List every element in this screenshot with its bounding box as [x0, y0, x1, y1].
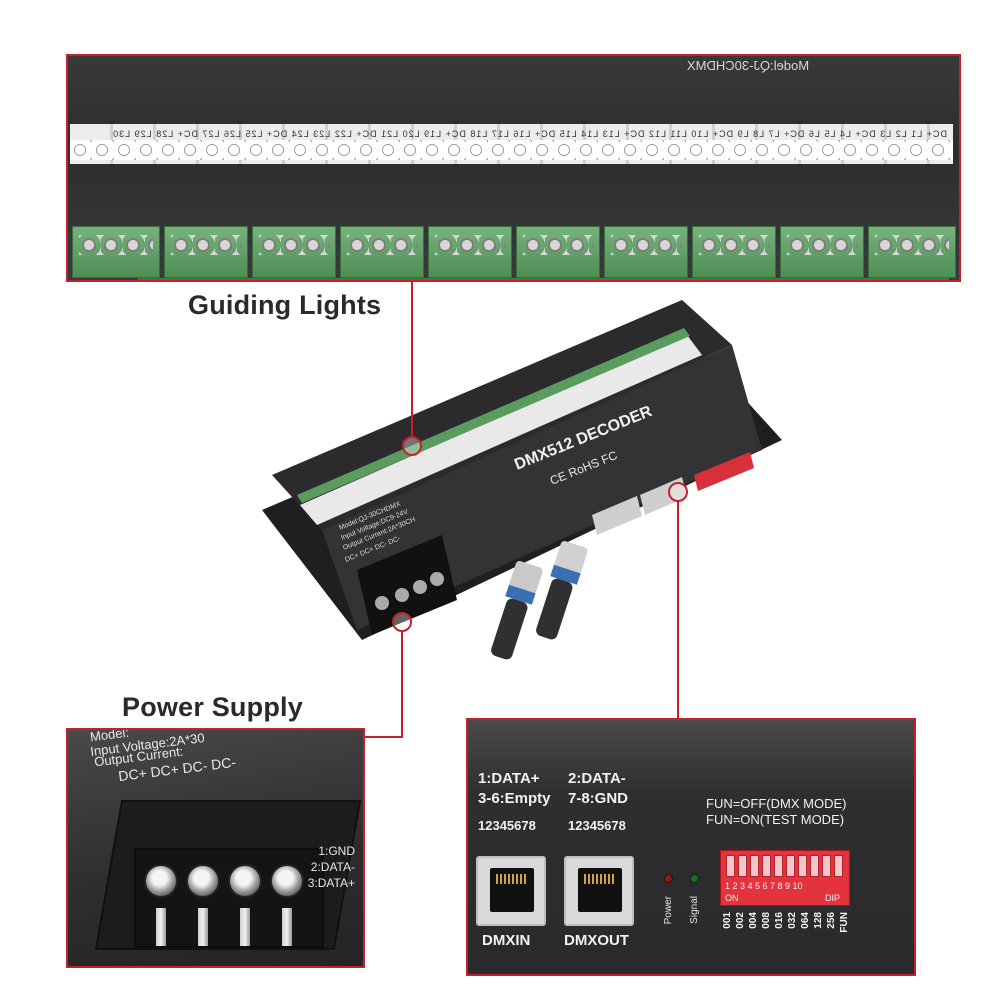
fun-on-note: FUN=ON(TEST MODE) [706, 812, 845, 827]
callout-pin-power [392, 612, 412, 632]
terminal-block [72, 226, 160, 278]
dip-numbers: 1 2 3 4 5 6 7 8 9 10 [725, 881, 803, 891]
ps-pin-data-minus: 2:DATA- [310, 860, 355, 874]
screw-icon [228, 864, 262, 898]
ps-pin-data-plus: 3:DATA+ [307, 876, 355, 890]
screw-icon [270, 864, 304, 898]
dip-switch-9[interactable] [822, 855, 831, 877]
terminal-block [780, 226, 864, 278]
screw-icon [144, 864, 178, 898]
dip-switch-2[interactable] [738, 855, 747, 877]
terminal-block [604, 226, 688, 278]
dmx-interface-closeup-panel: 1:DATA+ 3-6:Empty 2:DATA- 7-8:GND 123456… [466, 718, 916, 976]
leader-line-dmx [677, 502, 679, 718]
dip-value: FUN [839, 912, 850, 933]
dip-value: 016 [774, 912, 785, 929]
leader-line-guiding [411, 282, 413, 436]
dip-switch-1[interactable] [726, 855, 735, 877]
channel-labels: DC+ L1 L2 L3 DC+ L4 L5 L6 DC+ L7 L8 L9 D… [112, 129, 947, 139]
callout-pin-dmx [668, 482, 688, 502]
dip-switch-7[interactable] [798, 855, 807, 877]
fun-off-note: FUN=OFF(DMX MODE) [706, 796, 847, 811]
dip-value: 002 [735, 912, 746, 929]
leader-line-power-h [365, 736, 403, 738]
dip-switch-3[interactable] [750, 855, 759, 877]
terminal-block [516, 226, 600, 278]
dip-switch-10[interactable] [834, 855, 843, 877]
terminal-block [428, 226, 512, 278]
terminal-block [868, 226, 956, 278]
terminal-block [340, 226, 424, 278]
dip-value: 001 [722, 912, 733, 929]
dip-value: 256 [826, 912, 837, 929]
signal-led-label: Signal [689, 896, 700, 924]
pin-right-1: 2:DATA- [568, 770, 626, 787]
pin-right-2: 7-8:GND [568, 790, 629, 807]
leader-line-power [401, 632, 403, 738]
dmx-decoder-device: DMX512 DECODER CE RoHS FC Model:QJ-30CHD… [262, 300, 782, 660]
dip-switch-4[interactable] [762, 855, 771, 877]
dip-value: 064 [800, 912, 811, 929]
power-terminal-block [134, 848, 324, 948]
dip-switch-6[interactable] [786, 855, 795, 877]
dmx-out-label: DMXOUT [564, 932, 629, 949]
terminal-block [252, 226, 336, 278]
channel-label-strip: DC+ L1 L2 L3 DC+ L4 L5 L6 DC+ L7 L8 L9 D… [70, 124, 953, 164]
ps-pin-gnd: 1:GND [318, 844, 355, 858]
mirrored-model-text: Model:QJ-30CHDMX [686, 58, 809, 73]
power-led-icon [664, 874, 673, 883]
terminal-closeup-panel: Model:QJ-30CHDMX DC+ L1 L2 L3 DC+ L4 L5 … [66, 54, 961, 282]
dmx-out-port[interactable] [564, 856, 634, 926]
power-supply-closeup-panel: Model: Input Voltage:2A*30 Output Curren… [66, 728, 365, 968]
pin-left-2: 3-6:Empty [478, 790, 551, 807]
dip-tag: DIP [825, 893, 841, 903]
power-led-label: Power [663, 896, 674, 925]
dmx-in-label: DMXIN [482, 932, 531, 949]
dmx-in-port[interactable] [476, 856, 546, 926]
dip-switch-bank[interactable]: 1 2 3 4 5 6 7 8 9 10 ON DIP [720, 850, 850, 906]
signal-led-icon [690, 874, 699, 883]
pcb-edge [138, 278, 949, 280]
dip-on-label: ON [725, 893, 739, 903]
dip-value: 128 [813, 912, 824, 929]
dip-switch-8[interactable] [810, 855, 819, 877]
pin-left-1: 1:DATA+ [478, 770, 540, 787]
pin-numbers-out: 12345678 [568, 818, 626, 833]
power-supply-label: Power Supply [122, 692, 303, 722]
dip-value: 032 [787, 912, 798, 929]
callout-pin-guiding [402, 436, 422, 456]
dip-switch-5[interactable] [774, 855, 783, 877]
screw-icon [186, 864, 220, 898]
guiding-lights-label: Guiding Lights [188, 290, 382, 320]
pin-numbers-in: 12345678 [478, 818, 536, 833]
terminal-block [164, 226, 248, 278]
terminal-block [692, 226, 776, 278]
dip-value: 004 [748, 912, 759, 929]
dip-value: 008 [761, 912, 772, 929]
